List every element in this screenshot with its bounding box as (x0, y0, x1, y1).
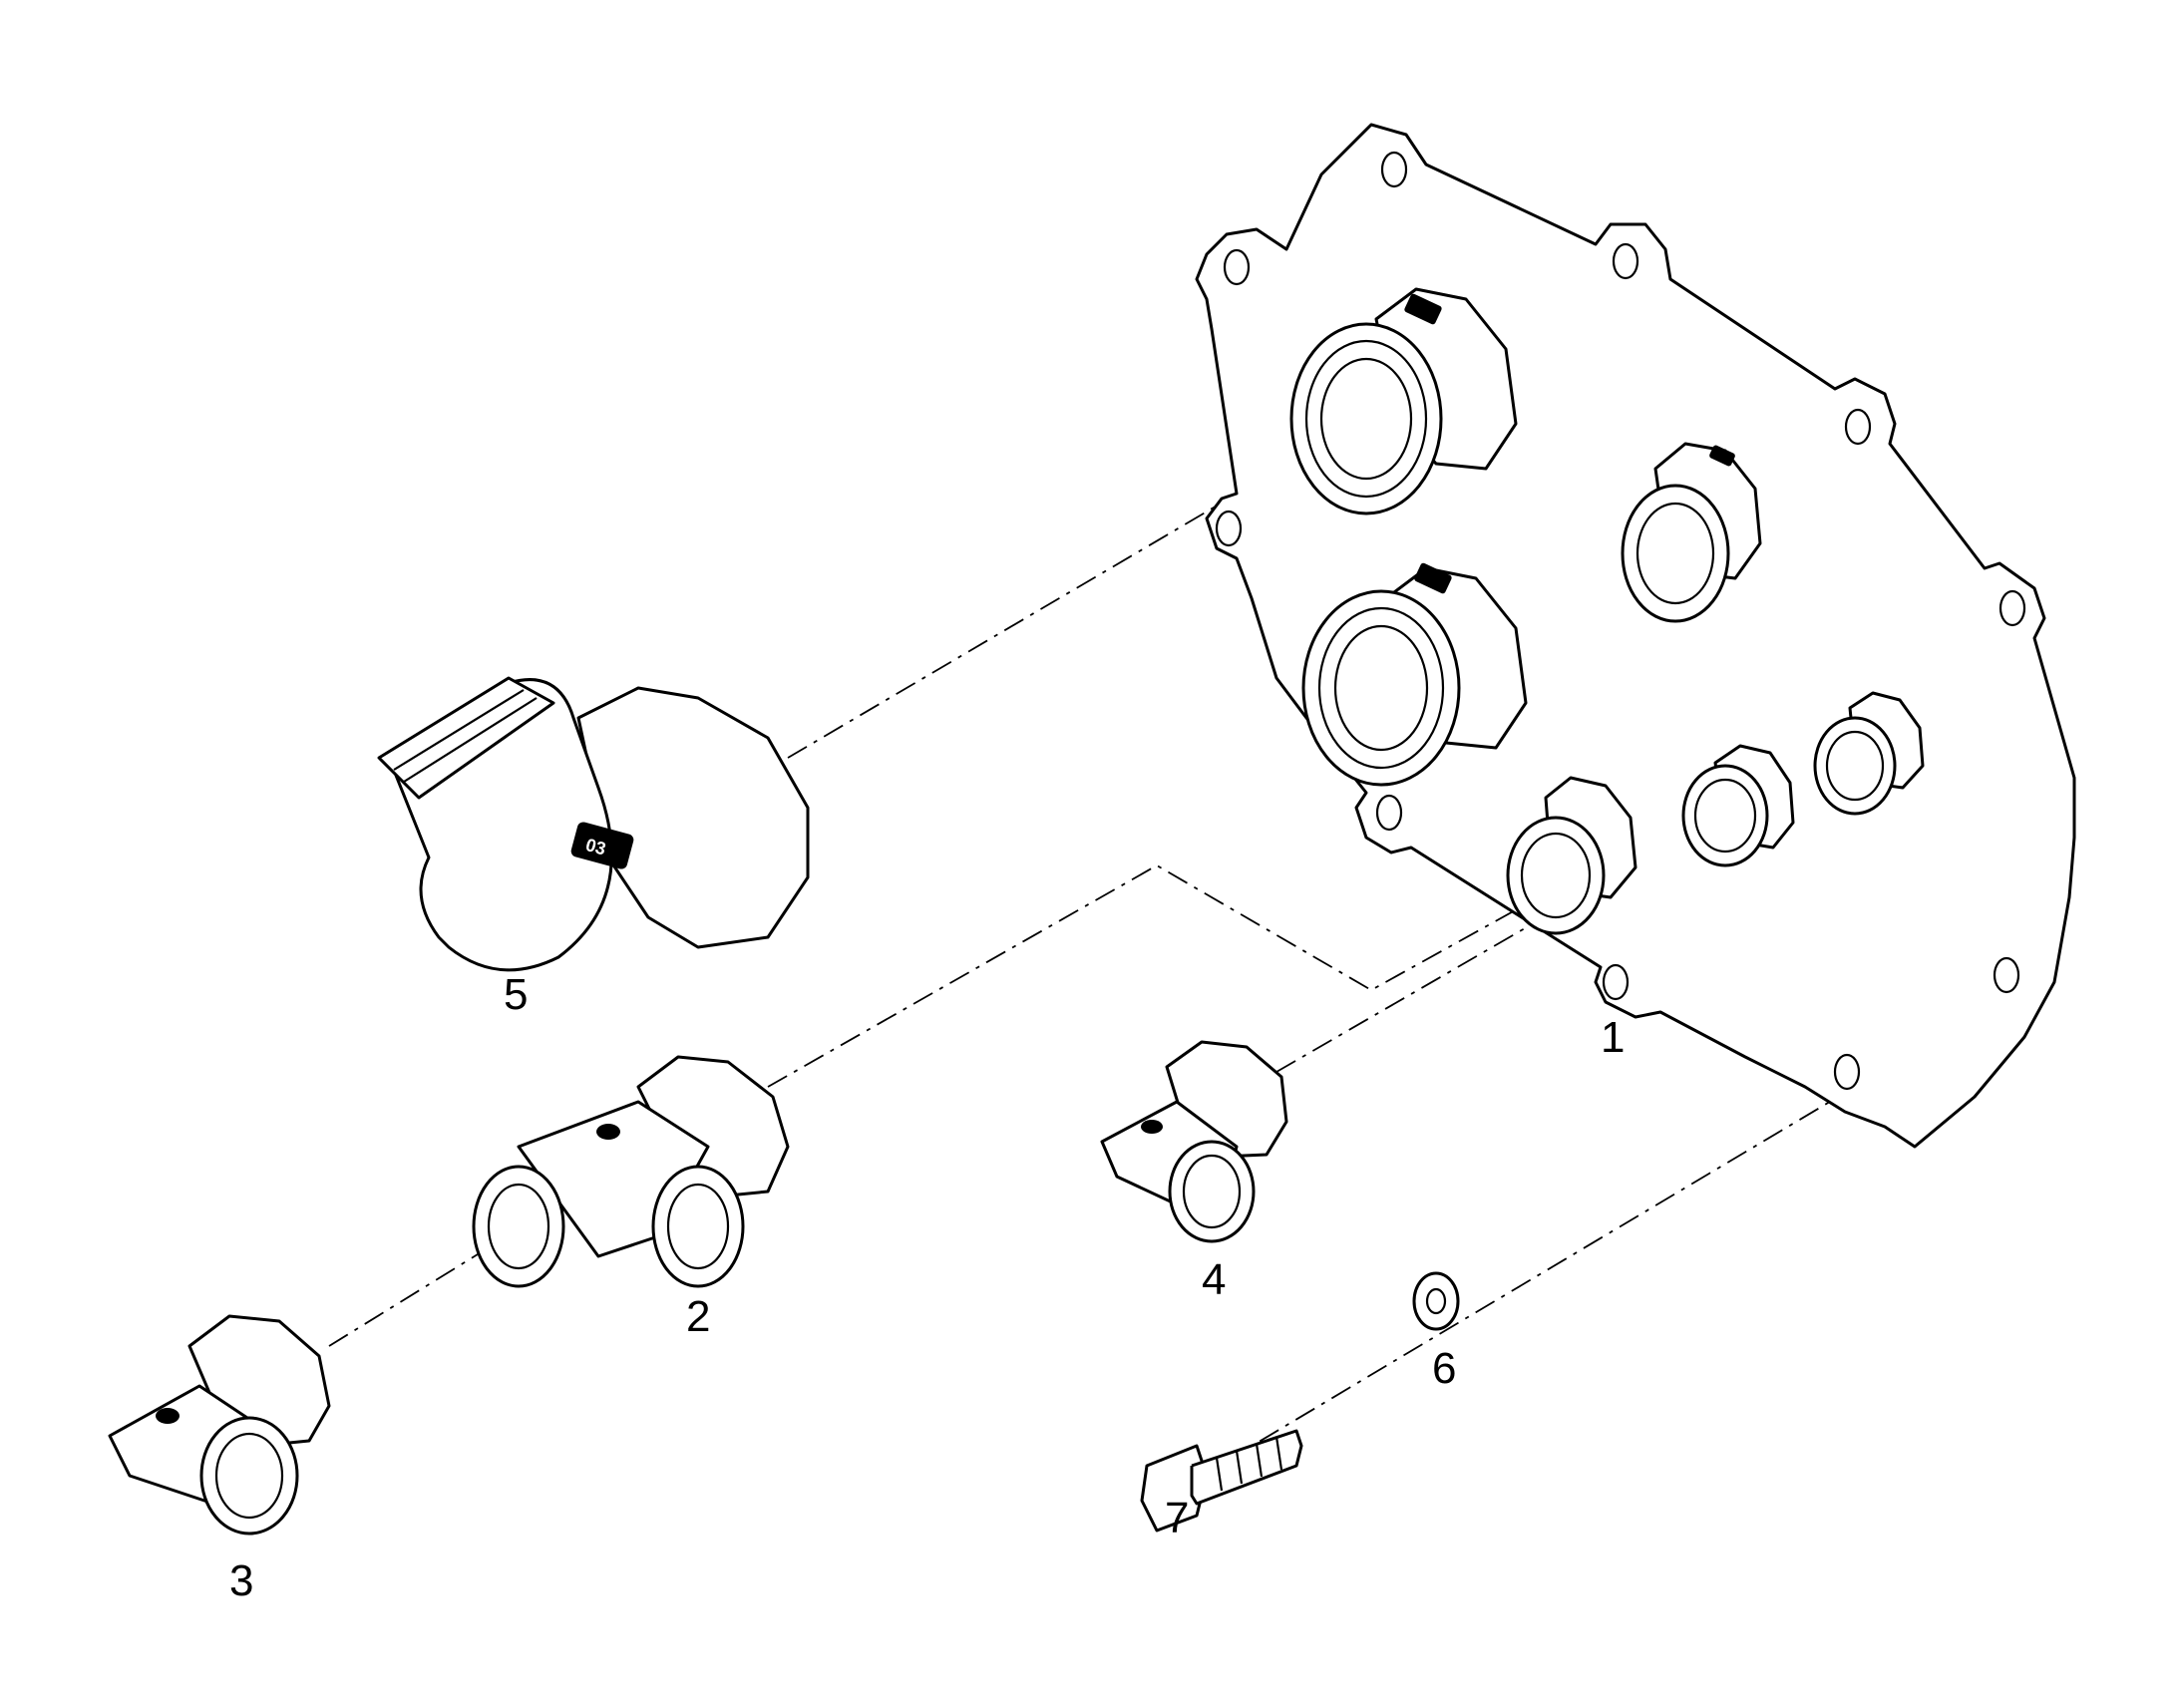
thread-ring (1301, 589, 1461, 787)
marking-tag (1404, 293, 1442, 325)
bolt-hole (1833, 1053, 1861, 1091)
thread-line (1235, 1450, 1244, 1485)
washer-hole (1425, 1287, 1447, 1315)
bolt-hole (1375, 794, 1403, 832)
thread-line (1215, 1457, 1224, 1492)
marking-tag (1414, 562, 1452, 594)
bore (1693, 778, 1757, 854)
bolt-shank (1190, 1429, 1303, 1506)
large-port-fitting-lower (1301, 562, 1528, 787)
callout-1: 1 (1601, 1013, 1625, 1062)
bore (214, 1432, 284, 1520)
elbow-mark-plate: 03 (570, 822, 634, 869)
bore (1520, 832, 1592, 919)
elbow-mark (1141, 1120, 1163, 1134)
swivel-nut (576, 686, 810, 949)
bolt-hole (1223, 248, 1251, 286)
bore (666, 1183, 730, 1270)
thread-ring (1621, 484, 1730, 623)
medium-port-fitting (1621, 442, 1762, 623)
part-3-small-elbow (108, 1314, 331, 1536)
bore (487, 1183, 550, 1270)
callout-4: 4 (1202, 1255, 1226, 1304)
bolt-hole (1998, 589, 2026, 627)
small-port-fitting-2 (1681, 744, 1795, 867)
thread-line (1274, 1436, 1283, 1471)
bolt-hole (1844, 408, 1872, 446)
thread-end-left (472, 1165, 565, 1288)
bore (1635, 502, 1715, 605)
small-port-fitting-1 (1506, 776, 1637, 935)
small-port-fitting-3 (1813, 691, 1925, 816)
elbow-mark (156, 1408, 180, 1424)
callout-6: 6 (1432, 1344, 1456, 1393)
bolt-hole (1993, 956, 2020, 994)
thread-ring (1289, 322, 1443, 515)
thread-end-right (651, 1165, 745, 1288)
part-1-cover-plate (1195, 123, 2076, 1149)
bolt-hole (1380, 151, 1408, 188)
part-6-washer (1412, 1271, 1460, 1331)
hose-barb (377, 676, 555, 800)
large-port-fitting-upper (1289, 287, 1518, 515)
marking-tag (1709, 445, 1735, 467)
bore (1182, 1154, 1242, 1229)
part-2-tee-fitting (472, 1055, 790, 1288)
callout-2: 2 (686, 1292, 710, 1341)
thread-ring-inner (1304, 339, 1428, 499)
callout-labels: 1 2 3 4 5 6 7 (229, 970, 1625, 1605)
callout-3: 3 (229, 1556, 253, 1605)
part-7-bolt (1140, 1429, 1303, 1533)
callout-7: 7 (1165, 1494, 1189, 1542)
bore (1319, 357, 1413, 481)
bore (1333, 624, 1429, 752)
bolt-holes (1215, 151, 2026, 1091)
bolt-hole (1215, 510, 1243, 547)
bore (1825, 730, 1885, 802)
barb-rib (403, 697, 538, 783)
part-5-elbow-fitting: 03 (377, 676, 810, 972)
axis-line-part3 (328, 1240, 500, 1347)
thread-line (1255, 1443, 1264, 1478)
tee-mark (596, 1124, 620, 1140)
washer-outer (1412, 1271, 1460, 1331)
part-4-small-elbow (1100, 1040, 1288, 1243)
bolt-hole (1612, 242, 1639, 280)
callout-5: 5 (504, 970, 528, 1019)
thread-ring-inner (1317, 606, 1445, 770)
bolt-hole (1602, 963, 1630, 1001)
barb-rib (393, 689, 525, 771)
